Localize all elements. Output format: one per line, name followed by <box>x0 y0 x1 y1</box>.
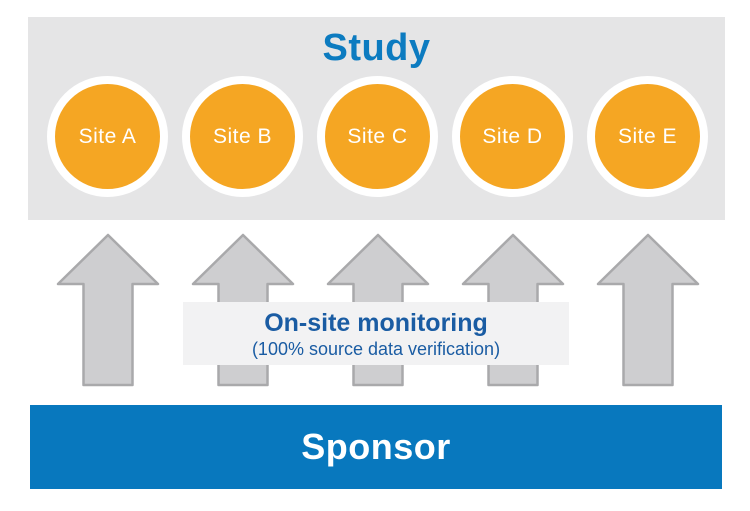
study-title: Study <box>322 27 431 69</box>
site-circle-c: Site C <box>317 76 438 197</box>
site-label-a: Site A <box>78 124 137 148</box>
site-label-c: Site C <box>347 124 408 148</box>
site-label-b: Site B <box>212 124 273 148</box>
study-panel: Study Site A Site B Site C Site D Site E <box>28 17 725 220</box>
sponsor-bar: Sponsor <box>30 405 722 489</box>
sponsor-label: Sponsor <box>301 426 451 467</box>
site-circle-e: Site E <box>587 76 708 197</box>
monitoring-subtitle: (100% source data verification) <box>251 339 501 359</box>
site-circle-d: Site D <box>452 76 573 197</box>
site-label-e: Site E <box>617 124 678 148</box>
site-circle-b: Site B <box>182 76 303 197</box>
site-label-d: Site D <box>482 124 543 148</box>
up-arrow-icon <box>596 233 700 387</box>
monitoring-title: On-site monitoring <box>264 309 488 337</box>
up-arrow-icon <box>56 233 160 387</box>
monitoring-label-box: On-site monitoring (100% source data ver… <box>183 302 569 365</box>
site-circle-a: Site A <box>47 76 168 197</box>
